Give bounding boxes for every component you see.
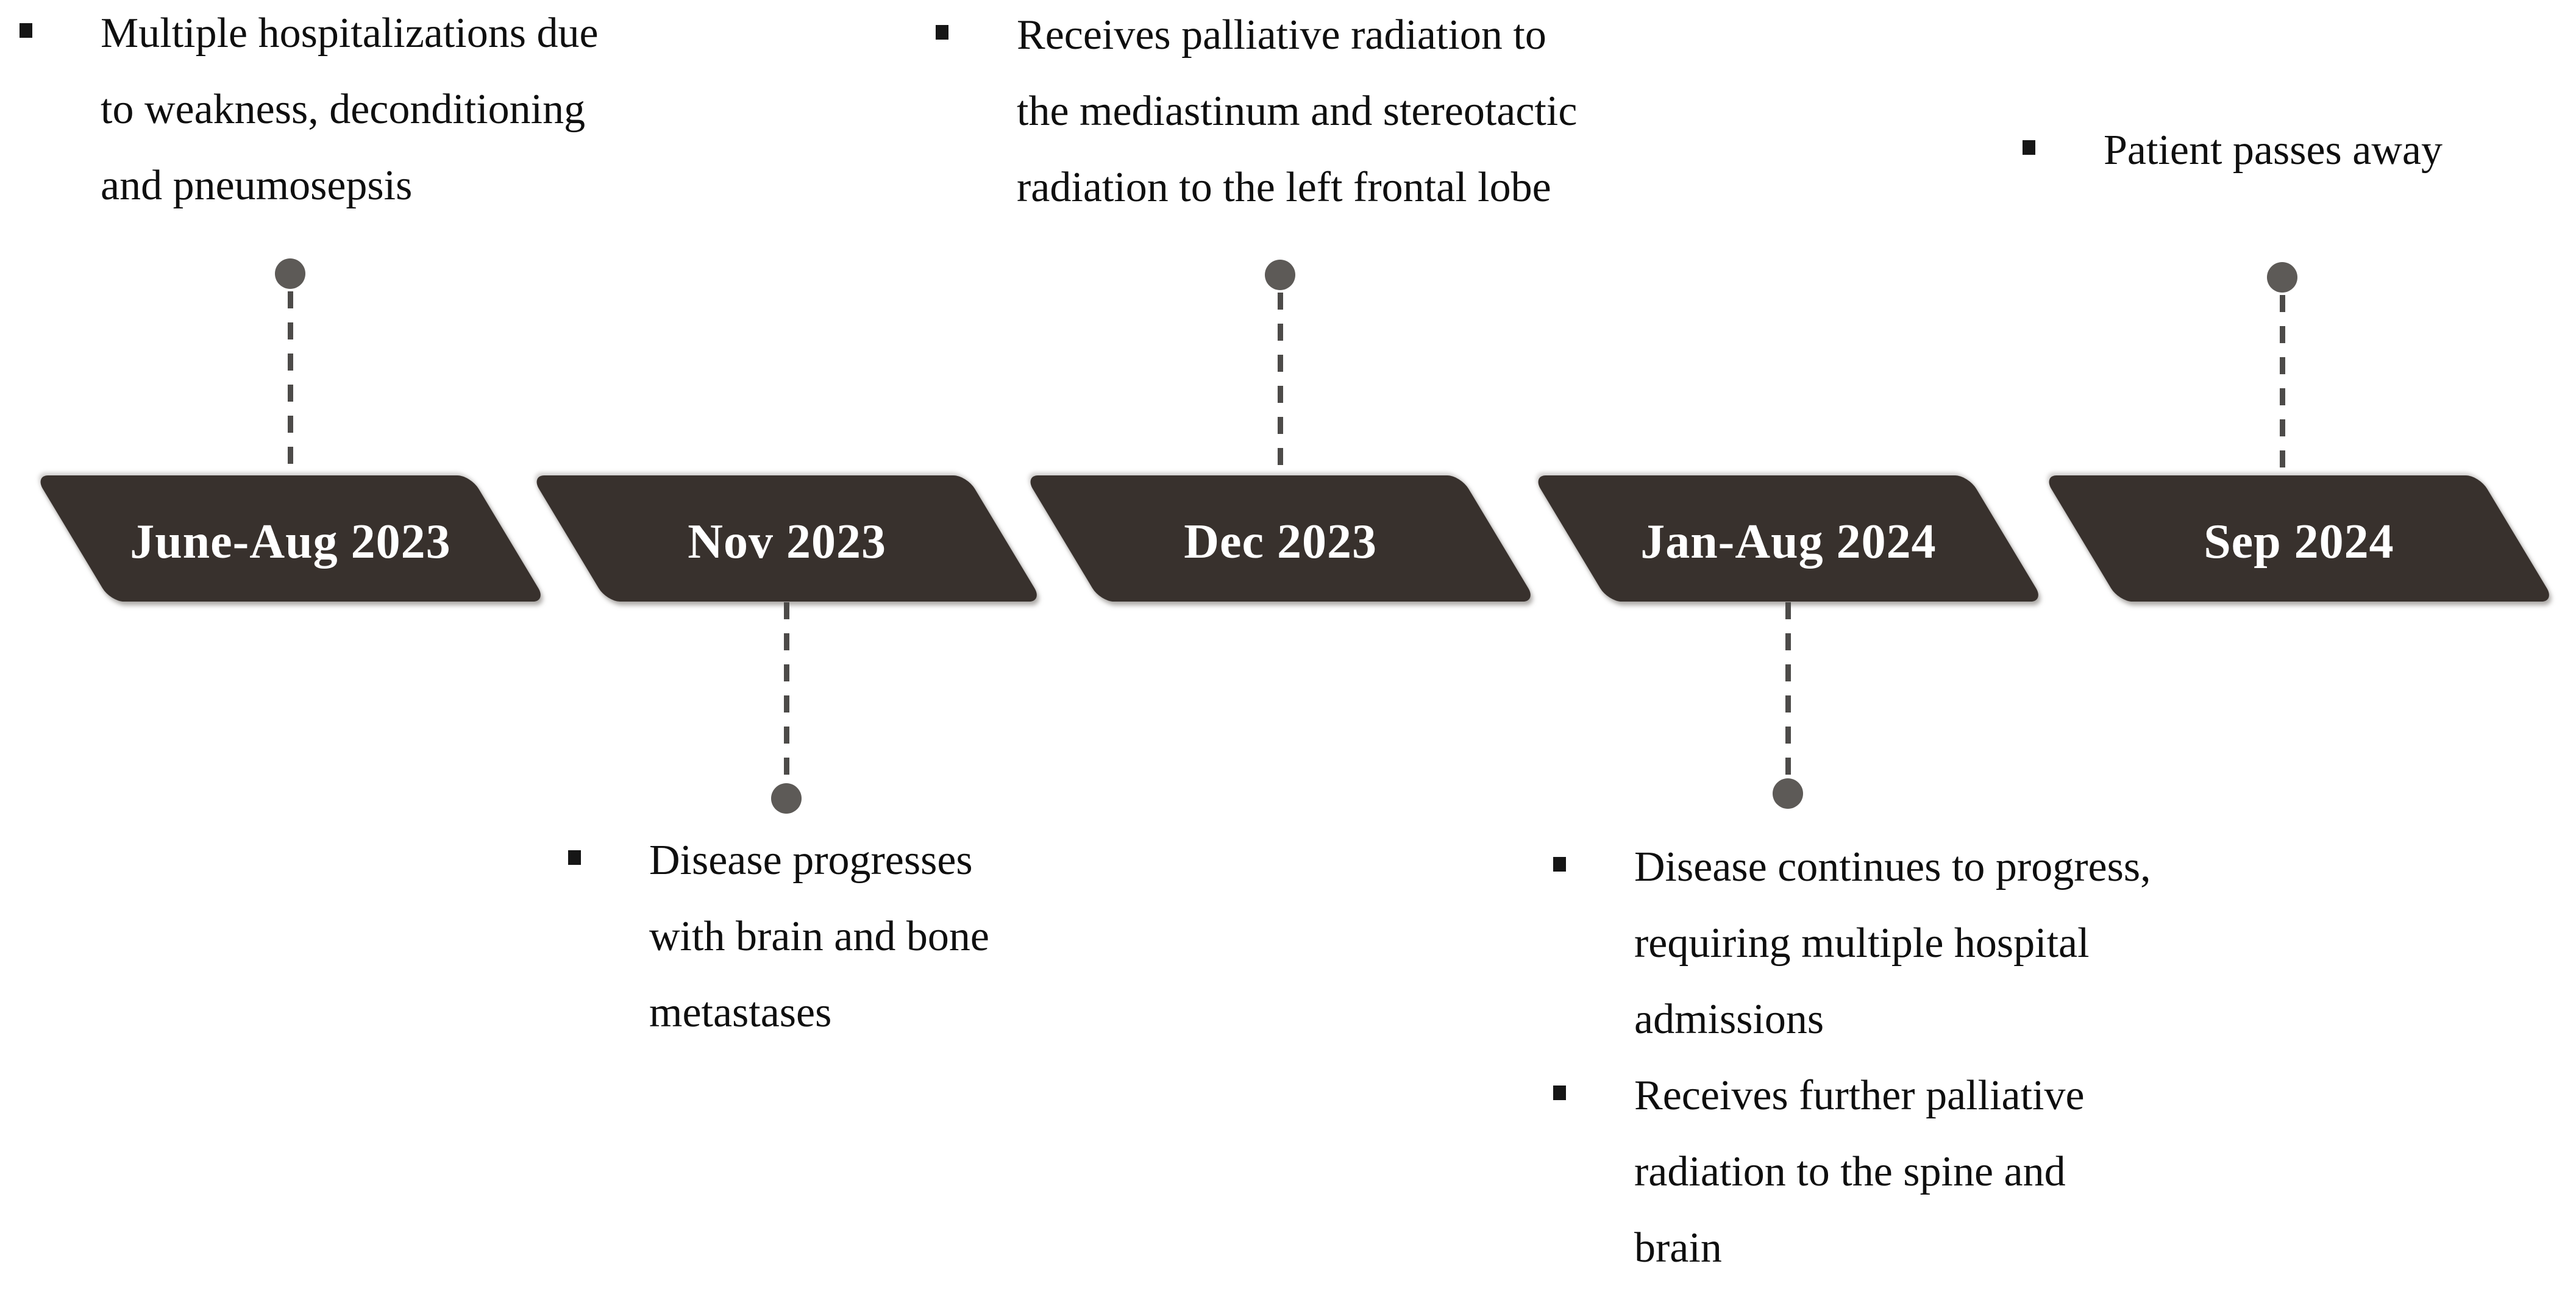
- note-line: requiring multiple hospital: [1634, 920, 2090, 967]
- note-line: Receives palliative radiation to: [1017, 12, 1546, 59]
- connector-dot: [771, 783, 802, 814]
- note-line: metastases: [649, 989, 832, 1036]
- note-line: radiation to the spine and: [1634, 1148, 2066, 1195]
- square-bullet-icon: [2023, 140, 2035, 155]
- connector-dot: [1265, 260, 1295, 290]
- note-line: Disease continues to progress,: [1634, 844, 2151, 890]
- square-bullet-icon: [20, 23, 32, 38]
- note-line: Patient passes away: [2104, 127, 2443, 174]
- timeline-bar-dec-2023: Dec 2023: [1025, 475, 1537, 602]
- bar-date-label: Nov 2023: [687, 515, 886, 569]
- connector-dashed-line: [288, 291, 293, 474]
- connector-dot: [275, 258, 305, 289]
- event-note-passes-away: Patient passes away: [2023, 112, 2443, 188]
- event-note-hospitalizations: Multiple hospitalizations due to weaknes…: [20, 0, 599, 224]
- bar-date-label: Jan-Aug 2024: [1640, 515, 1937, 569]
- connector-dashed-line: [2280, 295, 2285, 474]
- note-line: Disease progresses: [649, 837, 973, 884]
- bar-date-label: Sep 2024: [2204, 515, 2394, 569]
- note-line: the mediastinum and stereotactic: [1017, 88, 1578, 135]
- square-bullet-icon: [1553, 1086, 1566, 1100]
- square-bullet-icon: [936, 25, 948, 40]
- bar-date-label: Dec 2023: [1184, 515, 1378, 569]
- connector-dot: [2267, 262, 2297, 293]
- square-bullet-icon: [1553, 857, 1566, 872]
- bar-date-label: June-Aug 2023: [130, 515, 451, 569]
- connector-dot: [1773, 778, 1803, 809]
- note-line: and pneumosepsis: [101, 162, 413, 209]
- note-line: radiation to the left frontal lobe: [1017, 164, 1551, 211]
- note-line: Receives further palliative: [1634, 1072, 2085, 1119]
- connector-dashed-line: [1278, 293, 1283, 474]
- note-line: Multiple hospitalizations due: [101, 10, 599, 57]
- square-bullet-icon: [568, 850, 581, 865]
- event-note-palliative-radiation: Receives palliative radiation to the med…: [936, 0, 1578, 226]
- timeline-bar-nov-2023: Nov 2023: [531, 475, 1043, 602]
- connector-dashed-line: [784, 602, 789, 781]
- note-line: brain: [1634, 1224, 1722, 1271]
- connector-dashed-line: [1785, 602, 1791, 776]
- timeline-bar-jan-aug-2024: Jan-Aug 2024: [1532, 475, 2044, 602]
- note-line: admissions: [1634, 996, 1824, 1043]
- event-note-brain-bone-metastases: Disease progresses with brain and bone m…: [568, 822, 989, 1051]
- event-note-disease-progression: Disease continues to progress, requiring…: [1553, 829, 2151, 1286]
- note-line: with brain and bone: [649, 913, 989, 960]
- timeline-bar-sep-2024: Sep 2024: [2043, 475, 2555, 602]
- note-line: to weakness, deconditioning: [101, 86, 586, 133]
- timeline-bar-june-aug-2023: June-Aug 2023: [35, 475, 547, 602]
